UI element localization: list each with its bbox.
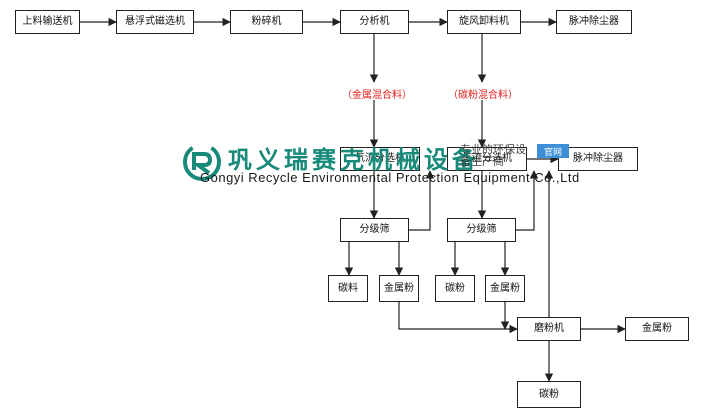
- connector-arrow: [398, 302, 518, 334]
- box-sieve-right: 分级筛: [447, 218, 516, 242]
- connectors: [80, 17, 626, 382]
- watermark-company-en: Gongyi Recycle Environmental Protection …: [200, 170, 580, 185]
- box-magnetic-separator: 悬浮式磁选机: [116, 10, 194, 34]
- box-carbon-material: 碳料: [328, 275, 368, 302]
- company-logo-icon: [183, 143, 221, 181]
- connector-arrow: [516, 170, 539, 231]
- box-metal-powder-final: 金属粉: [625, 317, 689, 341]
- box-cyclone-unloader: 旋风卸料机: [447, 10, 521, 34]
- box-airflow-separator: 气流分选机: [340, 147, 420, 171]
- box-pulse-dust-top: 脉冲除尘器: [556, 10, 632, 34]
- watermark-slogan: 专业的环保设备生产商: [460, 143, 526, 168]
- label-carbon-mix: （碳粉混合料）: [448, 90, 518, 101]
- box-grinder: 磨粉机: [517, 317, 581, 341]
- connector-arrow: [409, 170, 435, 231]
- box-sieve-left: 分级筛: [340, 218, 409, 242]
- box-feeder: 上料输送机: [15, 10, 80, 34]
- box-airflow-separator-2: 气流分选机: [447, 147, 527, 171]
- box-carbon-powder-final: 碳粉: [517, 381, 581, 408]
- box-crusher: 粉碎机: [230, 10, 303, 34]
- box-metal-powder-2: 金属粉: [485, 275, 525, 302]
- box-analyzer: 分析机: [340, 10, 409, 34]
- box-pulse-dust-mid: 脉冲除尘器: [558, 147, 638, 171]
- box-metal-powder-1: 金属粉: [379, 275, 419, 302]
- label-metal-mix: （金属混合料）: [342, 90, 412, 101]
- watermark-company-cn: 巩义瑞赛克机械设备: [228, 146, 480, 174]
- box-carbon-powder-1: 碳粉: [435, 275, 475, 302]
- watermark-badge: 官网: [537, 144, 569, 158]
